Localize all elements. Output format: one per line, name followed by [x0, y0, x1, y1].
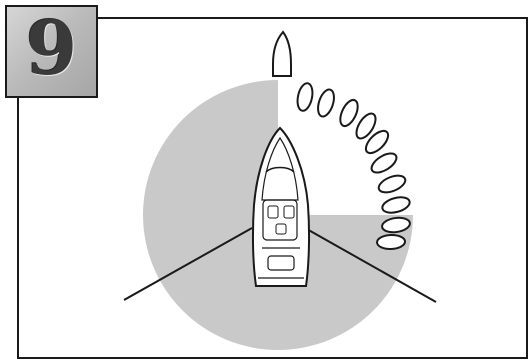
approaching-boat-path [272, 30, 411, 251]
step-badge: 9 [5, 5, 98, 98]
step-number: 9 [25, 5, 78, 92]
approaching-boat-icon [377, 174, 407, 194]
approaching-boat-icon [370, 152, 398, 174]
approaching-boat-icon [381, 216, 411, 234]
approaching-boat-icon [296, 82, 314, 112]
approaching-boat-icon [381, 196, 411, 214]
approaching-boat-icon [364, 129, 390, 155]
boat-top-view-icon [251, 126, 311, 287]
left-sight-line [123, 227, 253, 301]
approaching-boat-icon [272, 30, 292, 77]
approaching-boat-icon [355, 112, 377, 140]
approaching-boat-icon [376, 233, 406, 251]
approaching-boat-icon [339, 98, 359, 128]
approaching-boat-icon [317, 88, 335, 118]
right-sight-line [304, 227, 437, 303]
